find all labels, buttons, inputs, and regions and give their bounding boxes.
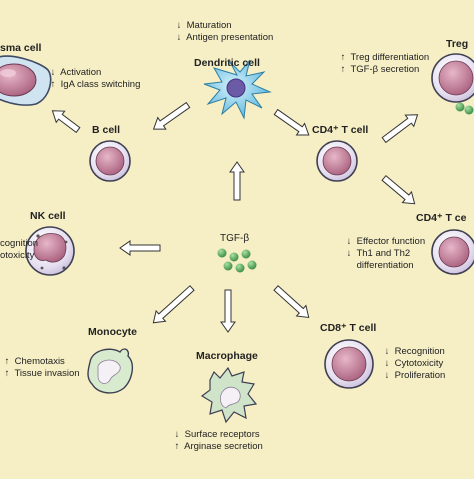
tgf-beta-beads (217, 248, 257, 273)
macrophage-illustration (200, 366, 258, 424)
treg-effect: ↑ Treg differentiation (340, 52, 430, 63)
cd8-t-cell-effect: ↓ Proliferation (384, 370, 446, 381)
nk-cell-title: NK cell (30, 210, 66, 222)
nk-cell-effect: cognition (0, 238, 39, 249)
plasma-cell-illustration (0, 55, 52, 106)
cd4-t-cell-right-illustration (431, 229, 474, 275)
arrow-to-cd4-t-cell-right (381, 174, 416, 205)
arrow-to-dendritic-cell (229, 161, 245, 201)
treg-title: Treg (446, 38, 469, 50)
macrophage-effects: ↓ Surface receptors ↑ Arginase secretion (172, 429, 263, 453)
cd4-t-cell-top-title: CD4⁺ T cell (312, 124, 369, 136)
arrow-to-macrophage (220, 289, 236, 333)
arrow-to-monocyte (152, 285, 195, 324)
macrophage-effect: ↑ Arginase secretion (174, 441, 263, 452)
dendritic-cell-effect: ↓ Antigen presentation (176, 32, 274, 43)
macrophage-title: Macrophage (196, 350, 258, 362)
cd4-t-cell-right-effects: ↓ Effector function ↓ Th1 and Th2 differ… (344, 236, 426, 272)
arrow-to-treg (381, 114, 419, 144)
plasma-cell-title: sma cell (0, 42, 42, 54)
nk-cell-illustration (25, 226, 75, 276)
monocyte-illustration (87, 348, 134, 394)
plasma-cell-effects: ↓ Activation ↑ IgA class switching (48, 67, 141, 91)
macrophage-effect: ↓ Surface receptors (174, 429, 260, 440)
monocyte-effect: ↑ Tissue invasion (4, 368, 80, 379)
treg-effects: ↑ Treg differentiation ↑ TGF-β secretion (338, 52, 430, 76)
cd8-t-cell-title: CD8⁺ T cell (320, 322, 377, 334)
nk-cell-effect: otoxicity (0, 250, 35, 261)
arrow-to-b-cell (152, 101, 191, 130)
plasma-cell-effect: ↓ Activation (50, 67, 102, 78)
arrow-to-cd8-t-cell (273, 285, 310, 319)
dendritic-cell-effects: ↓ Maturation ↓ Antigen presentation (174, 20, 274, 44)
cd4-t-cell-right-effect: ↓ Th1 and Th2 (346, 248, 411, 259)
arrow-to-nk-cell (119, 240, 161, 256)
tgf-beta-label: TGF-β (220, 233, 250, 244)
arrow-to-plasma-cell (51, 110, 81, 134)
dendritic-cell-title: Dendritic cell (194, 57, 260, 69)
b-cell-illustration (89, 140, 131, 182)
treg-illustration (431, 53, 474, 115)
nk-cell-effects: cognition otoxicity (0, 238, 38, 262)
cd8-t-cell-effect: ↓ Recognition (384, 346, 445, 357)
arrow-to-cd4-t-cell-top (273, 108, 310, 136)
monocyte-title: Monocyte (88, 326, 138, 338)
dendritic-cell-effect: ↓ Maturation (176, 20, 232, 31)
cd8-t-cell-effect: ↓ Cytotoxicity (384, 358, 444, 369)
cd4-t-cell-right-effect: ↓ Effector function (346, 236, 426, 247)
cd8-t-cell-effects: ↓ Recognition ↓ Cytotoxicity ↓ Prolifera… (382, 346, 446, 382)
b-cell-title: B cell (92, 124, 121, 136)
cd4-t-cell-right-effect: differentiation (356, 260, 414, 271)
plasma-cell-effect: ↑ IgA class switching (50, 79, 141, 90)
cd8-t-cell-illustration (324, 339, 374, 389)
dendritic-cell-illustration (203, 59, 272, 120)
monocyte-effects: ↑ Chemotaxis ↑ Tissue invasion (2, 356, 80, 380)
monocyte-effect: ↑ Chemotaxis (4, 356, 65, 367)
cd4-t-cell-right-title: CD4⁺ T ce (416, 212, 467, 224)
cd4-t-cell-top-illustration (316, 140, 358, 182)
treg-effect: ↑ TGF-β secretion (340, 64, 420, 75)
